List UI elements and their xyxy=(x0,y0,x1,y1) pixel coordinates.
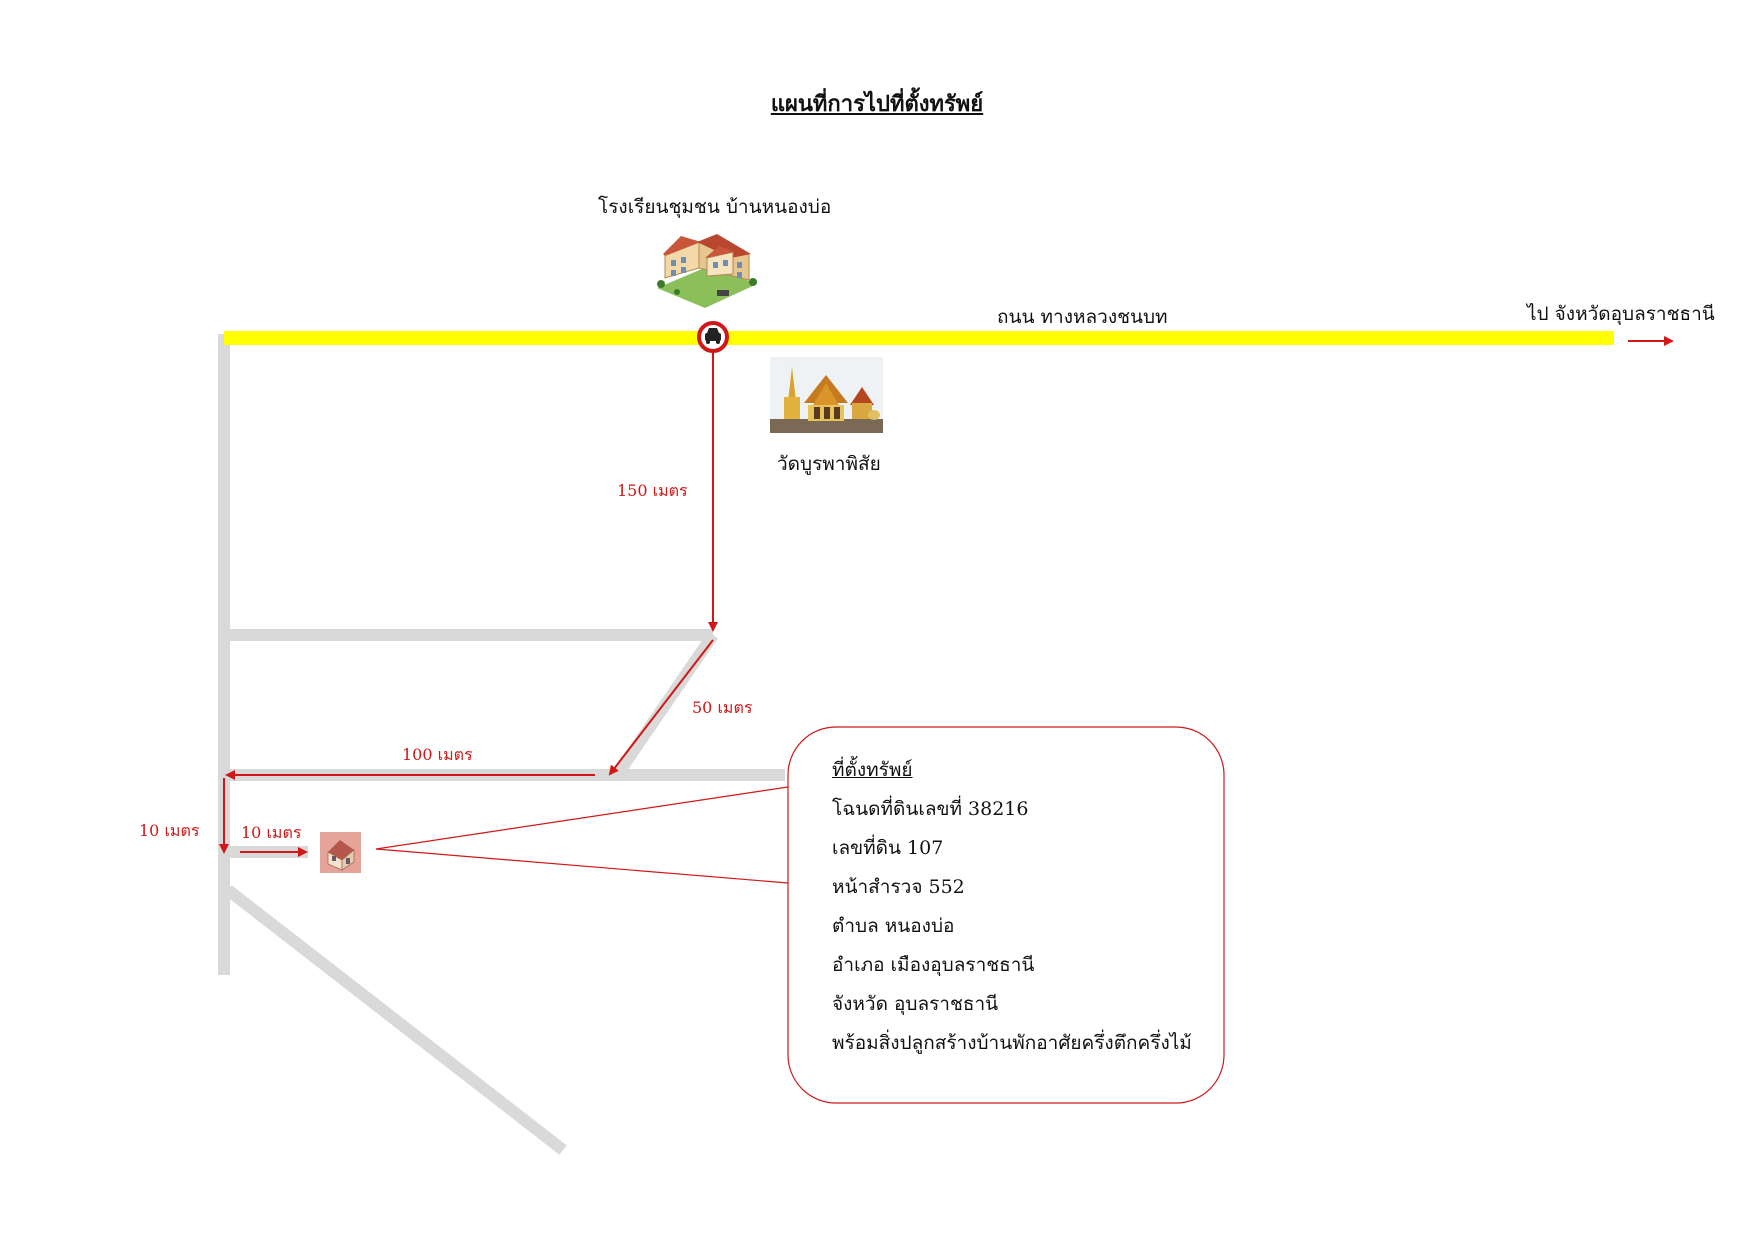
callout-pointer xyxy=(375,786,789,884)
distance-label-leg-1: 150 เมตร xyxy=(617,481,688,500)
car-start-icon xyxy=(697,321,729,353)
property-deed-number: โฉนดที่ดินเลขที่ 38216 xyxy=(832,798,1029,820)
side-road-diagonal xyxy=(612,631,718,779)
side-road-southeast xyxy=(224,885,567,1155)
distance-label-leg-3: 100 เมตร xyxy=(402,745,473,764)
property-subdistrict: ตำบล หนองบ่อ xyxy=(832,915,955,937)
property-land-number: เลขที่ดิน 107 xyxy=(832,837,944,859)
route xyxy=(219,352,718,857)
property-survey-page: หน้าสำรวจ 552 xyxy=(832,876,965,898)
school-label: โรงเรียนชุมชน บ้านหนองบ่อ xyxy=(598,196,832,218)
property-district: อำเภอ เมืองอุบลราชธานี xyxy=(832,954,1035,976)
temple-icon xyxy=(770,357,883,433)
house-icon xyxy=(320,832,361,873)
main-road-label: ถนน ทางหลวงชนบท xyxy=(997,306,1168,328)
direction-label: ไป จังหวัดอุบลราชธานี xyxy=(1527,303,1715,325)
route-leg-2 xyxy=(608,639,714,776)
callout-border xyxy=(787,726,1225,1104)
temple-label: วัดบูรพาพิสัย xyxy=(777,453,881,475)
property-heading: ที่ตั้งทรัพย์ xyxy=(832,759,913,781)
distance-label-leg-4: 10 เมตร xyxy=(139,821,200,840)
property-callout: ที่ตั้งทรัพย์ โฉนดที่ดินเลขที่ 38216 เลข… xyxy=(788,727,1224,1103)
school-building-icon xyxy=(657,234,757,308)
property-province: จังหวัด อุบลราชธานี xyxy=(832,993,999,1015)
side-roads xyxy=(218,334,785,1155)
distance-label-leg-2: 50 เมตร xyxy=(692,698,753,717)
map-title: แผนที่การไปที่ตั้งทรัพย์ xyxy=(770,91,984,117)
main-road xyxy=(224,331,1614,345)
property-building-description: พร้อมสิ่งปลูกสร้างบ้านพักอาศัยครึ่งตึกคร… xyxy=(832,1032,1192,1054)
distance-label-leg-5: 10 เมตร xyxy=(241,823,302,842)
